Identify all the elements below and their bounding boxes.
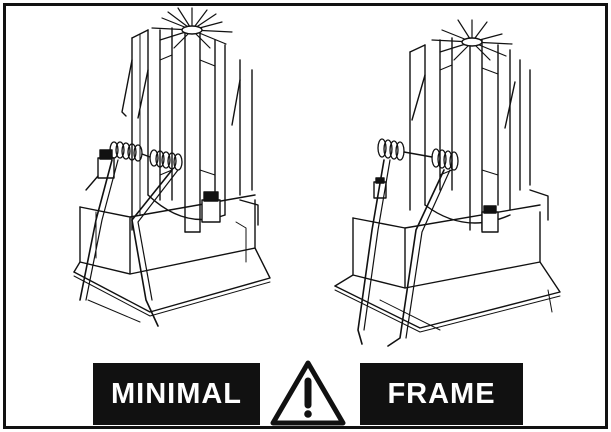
- minimal-label: MINIMAL: [93, 363, 260, 425]
- right-clip-drawing: [334, 19, 561, 347]
- frame-label: FRAME: [360, 363, 523, 425]
- left-clip-drawing: [73, 7, 271, 327]
- warning-triangle-icon: [269, 359, 347, 427]
